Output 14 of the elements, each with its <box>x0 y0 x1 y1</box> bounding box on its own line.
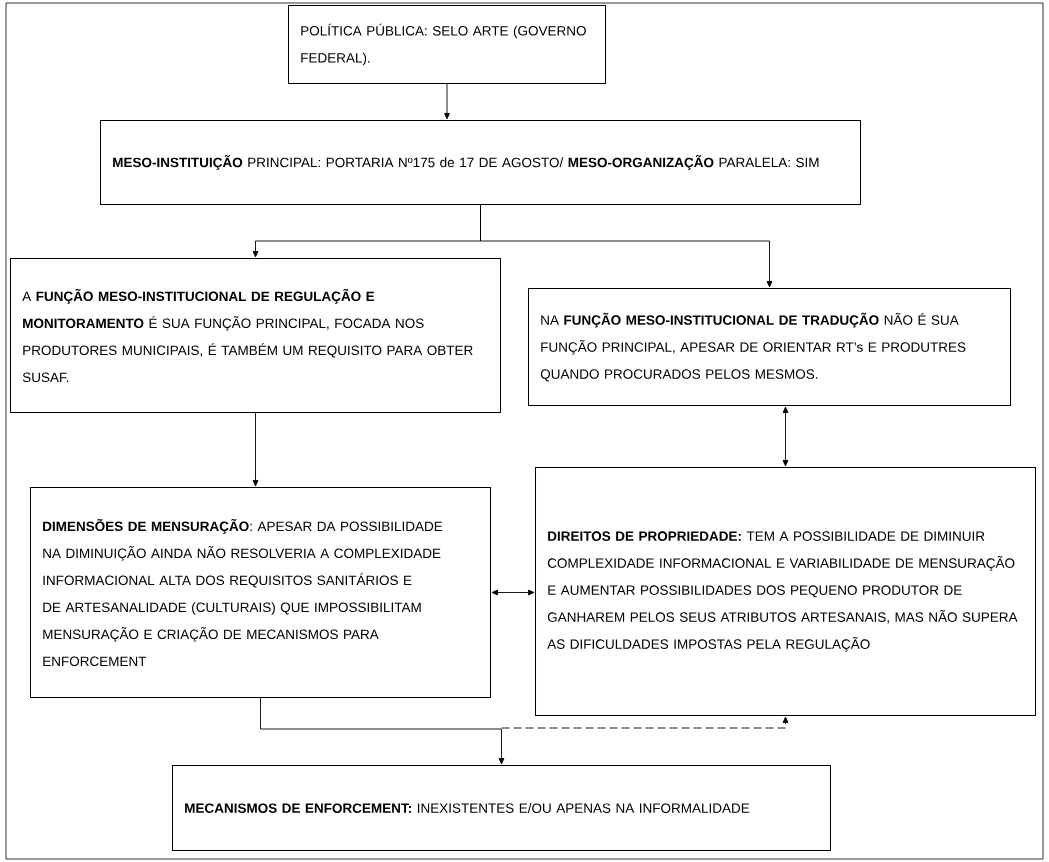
text-box: POLÍTICA PÚBLICA: SELO ARTE (GOVERNO FEDERAL). <box>288 5 606 84</box>
text-box: DIMENSÕES DE MENSURAÇÃO: APESAR DA POSSIBILIDADE NA DIMINUIÇÃO AINDA NÃO RESOLVERIA A COMPLEXIDADE INFORMACIONAL ALTA DOS REQUISITOS SANITÁRIOS E DE ARTESANALIDADE (CULTURAIS) QUE IMPOSSIBILITAM MENSURAÇÃO E CRIAÇÃO DE MECANISMOS PARA ENFORCEMENT <box>30 487 491 698</box>
arrow <box>480 204 773 288</box>
arrow <box>444 83 450 120</box>
text-box: NA FUNÇÃO MESO-INSTITUCIONAL DE TRADUÇÃO NÃO É SUA FUNÇÃO PRINCIPAL, APESAR DE ORIENTAR RT’s E PRODUTRES QUANDO PROCURADOS PELOS MESMOS. <box>528 288 1011 406</box>
text-box: DIREITOS DE PROPRIEDADE: TEM A POSSIBILIDADE DE DIMINUIR COMPLEXIDADE INFORMACIONAL E VARIABILIDADE DE MENSURAÇÃO E AUMENTAR POSSIBILIDADES DOS PEQUENO PRODUTOR DE GANHAREM PELOS SEUS ATRIBUTOS ARTESANAIS, MAS NÃO SUPERA AS DIFICULDADES IMPOSTAS PELA REGULAÇÃO <box>535 467 1036 716</box>
arrow <box>260 697 505 765</box>
text-box: A FUNÇÃO MESO-INSTITUCIONAL DE REGULAÇÃO E MONITORAMENTO É SUA FUNÇÃO PRINCIPAL, FOCADA NOS PRODUTORES MUNICIPAIS, É TAMBÉM UM REQUISITO PARA OBTER SUSAF. <box>10 258 501 413</box>
arrow <box>252 412 259 487</box>
text-box: MECANISMOS DE ENFORCEMENT: INEXISTENTES E/OU APENAS NA INFORMALIDADE <box>172 765 831 851</box>
arrow <box>501 716 789 729</box>
text-box: MESO-INSTITUIÇÃO PRINCIPAL: PORTARIA Nº175 de 17 DE AGOSTO/ MESO-ORGANIZAÇÃO PARALELA: SIM <box>100 120 861 205</box>
arrow <box>782 406 789 467</box>
arrow <box>491 589 535 596</box>
